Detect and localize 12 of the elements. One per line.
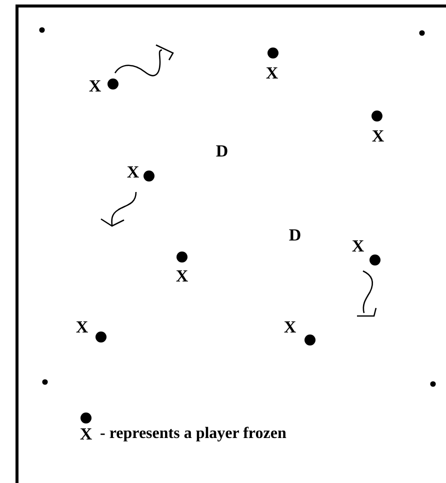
legend-text: - represents a player frozen (100, 425, 286, 443)
player-letter: X (80, 426, 92, 442)
player-letter: X (126, 164, 140, 180)
player-letter: X (266, 64, 278, 82)
player-letter: X (352, 238, 364, 254)
defender-letter: D (216, 142, 228, 160)
player-letter: X (76, 318, 88, 336)
defender-letter: D (288, 226, 302, 244)
player-letter: X (176, 268, 188, 284)
player-letter: X (284, 318, 296, 336)
player-letter: X (88, 78, 102, 94)
player-letter: X (372, 128, 384, 144)
